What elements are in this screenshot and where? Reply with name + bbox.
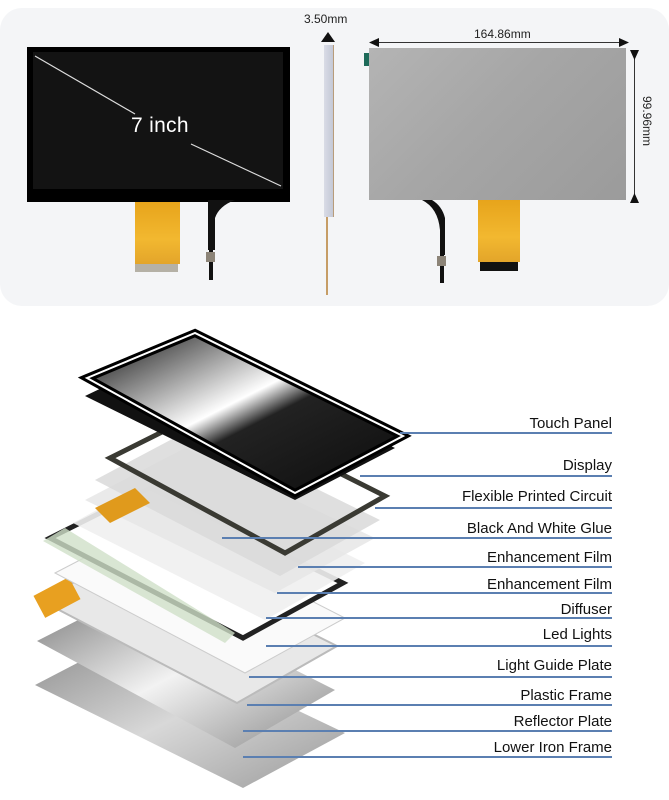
height-dimension-label: 99.96mm <box>640 96 654 147</box>
label-plastic-frame: Plastic Frame <box>520 687 612 704</box>
label-enhancement-film-2: Enhancement Film <box>486 576 612 593</box>
arrow-up-icon <box>630 193 639 203</box>
width-dimension-label: 164.86mm <box>474 27 531 41</box>
thickness-label: 3.50mm <box>304 12 348 26</box>
side-view-panel <box>324 45 334 217</box>
leader-iron-frame <box>243 756 612 758</box>
side-view-cable <box>326 217 328 295</box>
label-touch-panel: Touch Panel <box>529 415 612 432</box>
leader-plastic-frame <box>247 704 612 706</box>
back-fpc-tip <box>480 262 518 271</box>
label-reflector-plate: Reflector Plate <box>513 713 612 730</box>
screen-size-label: 7 inch <box>131 114 189 137</box>
leader-reflector <box>243 730 612 732</box>
touch-cable-icon <box>206 200 235 280</box>
label-lower-iron-frame: Lower Iron Frame <box>493 739 612 756</box>
flexible-printed-circuit-layer <box>95 488 150 523</box>
label-led-lights: Led Lights <box>542 626 612 643</box>
leader-diffuser <box>266 617 612 619</box>
leader-fpc <box>375 507 612 509</box>
label-light-guide-plate: Light Guide Plate <box>496 657 612 674</box>
label-enhancement-film-1: Enhancement Film <box>486 549 612 566</box>
label-display: Display <box>562 457 612 474</box>
back-fpc-connector <box>478 200 520 262</box>
fpc-connector <box>135 202 180 264</box>
width-dimension-line <box>372 42 626 43</box>
arrow-up-icon <box>321 32 335 42</box>
back-touch-cable-icon <box>422 200 446 283</box>
label-diffuser: Diffuser <box>560 601 612 618</box>
led-fpc <box>33 577 81 618</box>
fpc-connector-tip <box>135 264 178 272</box>
back-view-panel <box>369 48 626 200</box>
leader-film-1 <box>298 566 612 568</box>
leader-glue <box>222 537 612 539</box>
label-black-white-glue: Black And White Glue <box>466 520 612 537</box>
height-dimension-line <box>634 52 635 200</box>
front-view-screen: 7 inch <box>27 47 290 202</box>
arrow-down-icon <box>630 50 639 60</box>
leader-light-guide <box>249 676 612 678</box>
arrow-left-icon <box>369 38 379 47</box>
diagonal-line-icon <box>34 55 282 187</box>
exploded-layers-illustration <box>33 328 412 788</box>
back-view-tab <box>364 53 369 66</box>
leader-film-2 <box>277 592 612 594</box>
leader-led <box>266 645 612 647</box>
arrow-right-icon <box>619 38 629 47</box>
leader-display <box>360 475 612 477</box>
label-flexible-printed-circuit: Flexible Printed Circuit <box>461 488 612 505</box>
leader-touch-panel <box>400 432 612 434</box>
